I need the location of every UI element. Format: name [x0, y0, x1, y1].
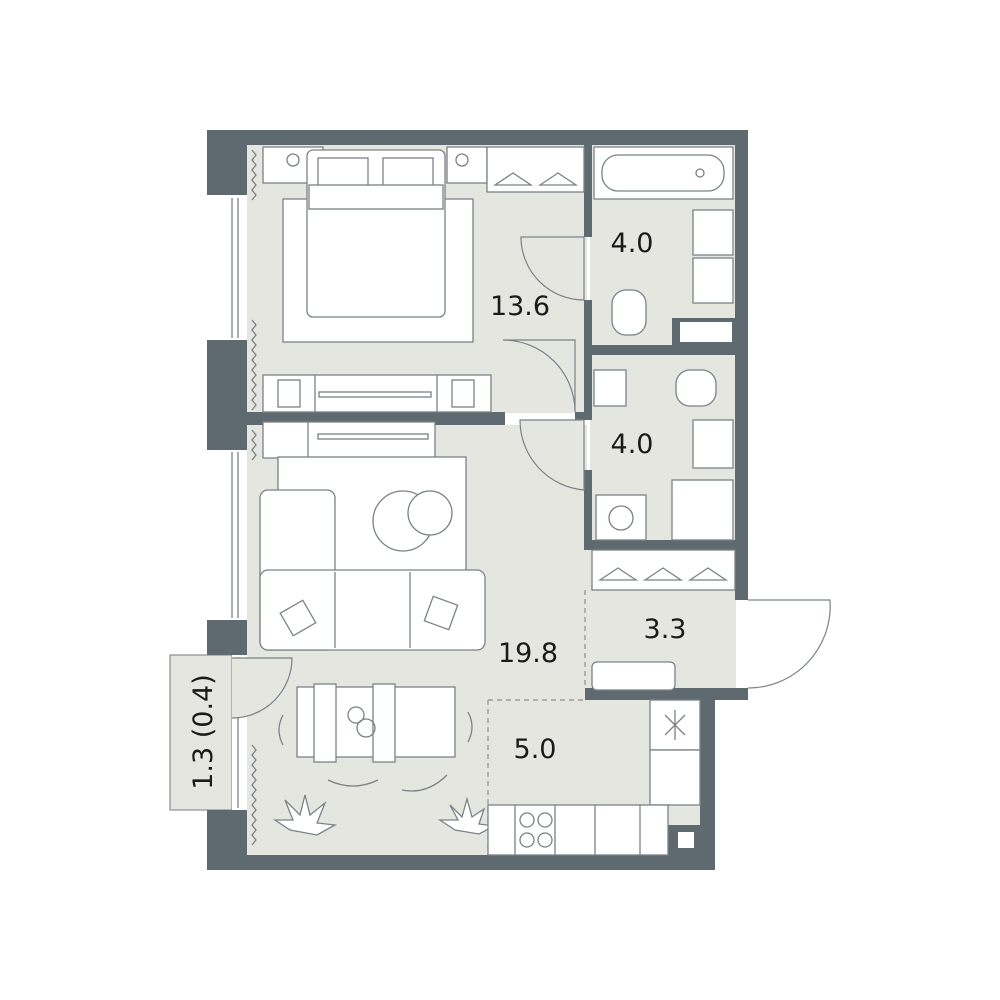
- bathroom-2-fixtures: [593, 369, 734, 541]
- bedroom-door[interactable]: [502, 339, 576, 413]
- sofa: [259, 569, 486, 651]
- kitchen-area-label: 5.0: [514, 734, 557, 765]
- bathroom-2-door[interactable]: [519, 419, 585, 491]
- curtains: [251, 149, 257, 846]
- toilet: [675, 369, 717, 407]
- hallway-wardrobe: [591, 549, 736, 591]
- kitchen-sink: [649, 749, 701, 806]
- washing-machine: [595, 494, 647, 541]
- kitchen-counter: [487, 804, 669, 856]
- bathroom-1-area-label: 4.0: [611, 228, 654, 259]
- shoe-bench: [591, 661, 676, 691]
- balcony-floor: [169, 654, 233, 811]
- windows: [207, 195, 247, 810]
- bathroom-2-area-label: 4.0: [611, 429, 654, 460]
- hallway-fixtures: [591, 549, 736, 691]
- doors: [231, 236, 831, 855]
- bedroom-bath-door[interactable]: [520, 236, 585, 301]
- living-furniture: [259, 421, 497, 836]
- nightstand-right: [446, 146, 488, 184]
- room-labels: 13.6 4.0 4.0 3.3 19.8 5.0 1.3 (0.4): [188, 228, 686, 790]
- sink: [692, 419, 734, 469]
- living-room-area-label: 19.8: [498, 638, 558, 669]
- walls: [207, 130, 748, 870]
- tv-stand: [262, 421, 436, 459]
- sink: [692, 209, 734, 256]
- bedroom-furniture: [262, 146, 585, 413]
- bathroom-1-fixtures: [593, 146, 734, 336]
- hallway-area-label: 3.3: [644, 614, 687, 645]
- shower: [671, 479, 734, 541]
- toilet: [611, 289, 647, 336]
- kitchen-fixtures: [487, 699, 701, 856]
- bedroom-area-label: 13.6: [490, 291, 550, 322]
- boiler: [593, 369, 627, 407]
- plant-icon: [272, 794, 338, 836]
- balcony-area-label: 1.3 (0.4): [188, 674, 219, 790]
- balcony-door[interactable]: [231, 657, 293, 719]
- entrance-door[interactable]: [747, 599, 831, 689]
